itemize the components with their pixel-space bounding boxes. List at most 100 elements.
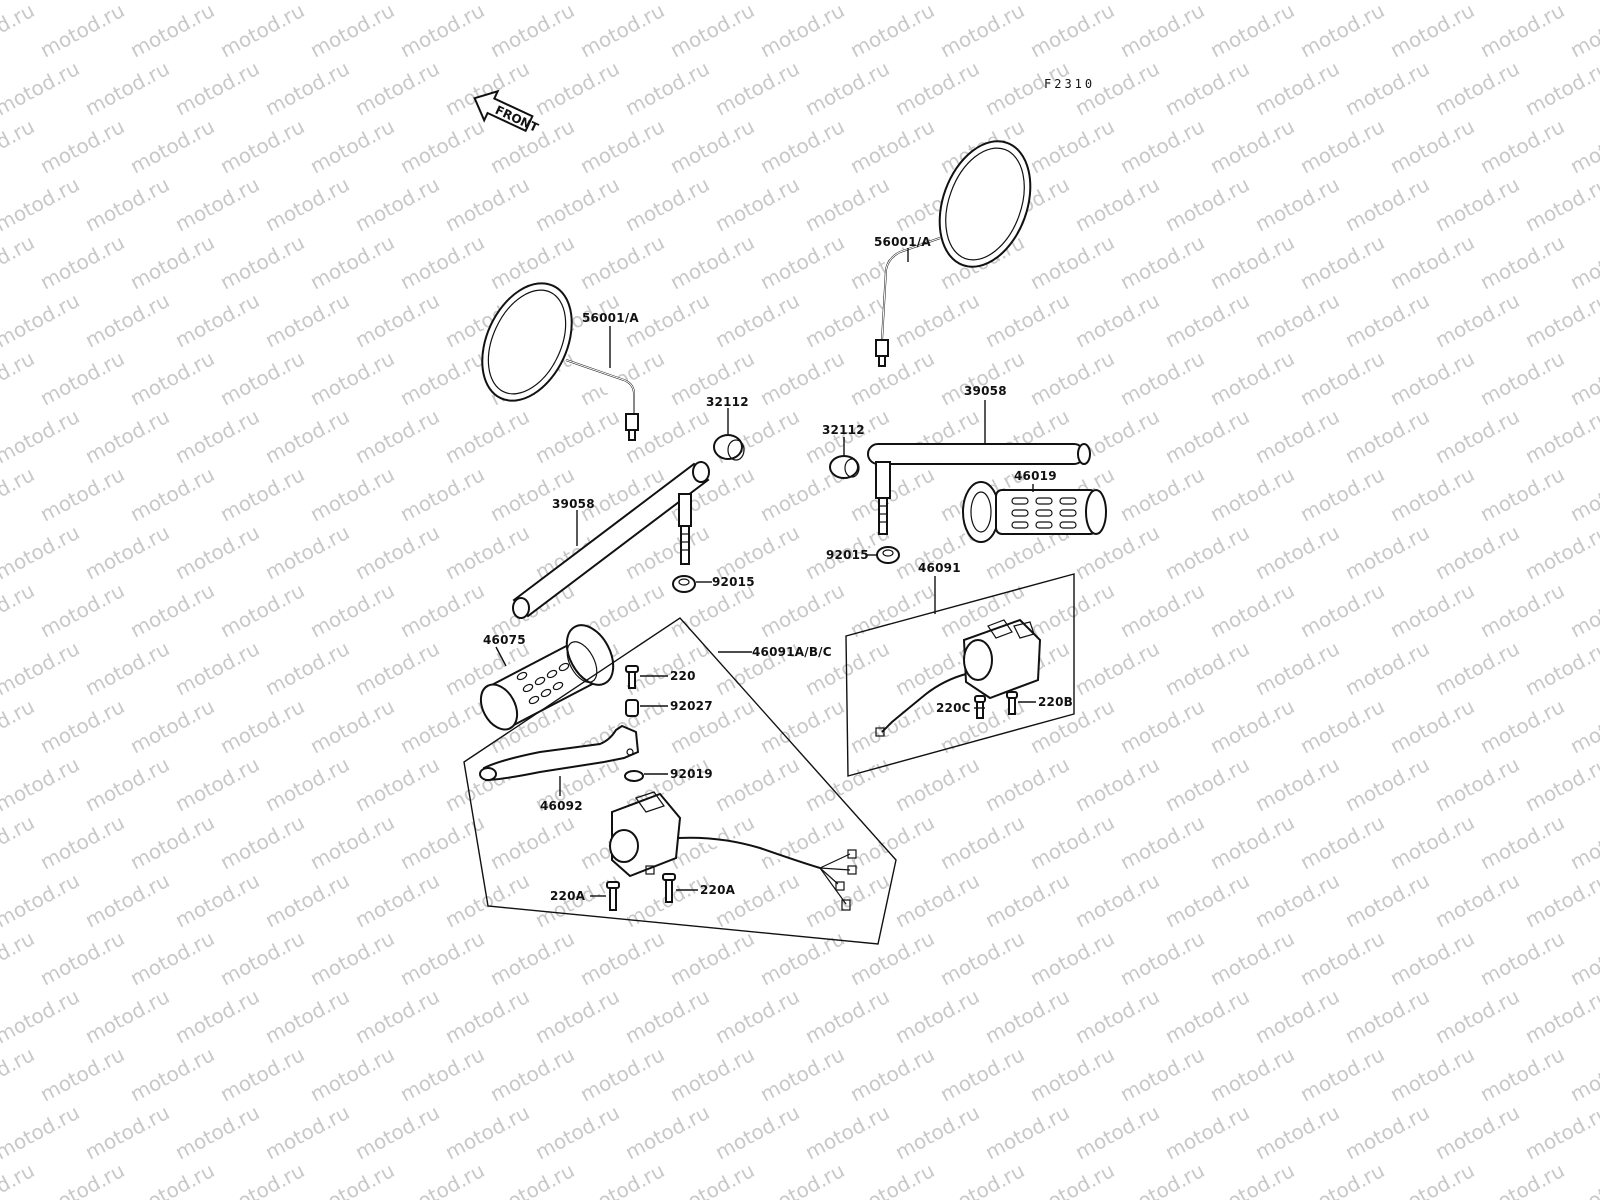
watermark-text: motod.ru: [396, 114, 488, 178]
watermark-text: motod.ru: [756, 926, 848, 990]
watermark-text: motod.ru: [1251, 868, 1343, 932]
watermark-text: motod.ru: [1161, 288, 1253, 352]
watermark-text: motod.ru: [486, 810, 578, 874]
watermark-text: motod.ru: [1116, 462, 1208, 526]
watermark-text: motod.ru: [1206, 0, 1298, 62]
watermark-text: motod.ru: [1431, 984, 1523, 1048]
watermark-text: motod.ru: [351, 752, 443, 816]
watermark-text: motod.ru: [846, 0, 938, 62]
watermark-text: motod.ru: [1566, 1042, 1600, 1106]
watermark-text: motod.ru: [576, 926, 668, 990]
watermark-text: motod.ru: [576, 1158, 668, 1200]
watermark-text: motod.ru: [81, 0, 173, 4]
watermark-text: motod.ru: [1206, 346, 1298, 410]
watermark-text: motod.ru: [756, 114, 848, 178]
screw-220a-right: [662, 873, 676, 903]
watermark-text: motod.ru: [1476, 694, 1568, 758]
watermark-text: motod.ru: [441, 404, 533, 468]
watermark-text: motod.ru: [1071, 1100, 1163, 1164]
watermark-text: motod.ru: [171, 404, 263, 468]
watermark-text: motod.ru: [756, 578, 848, 642]
watermark-text: motod.ru: [1116, 0, 1208, 62]
watermark-text: motod.ru: [756, 694, 848, 758]
watermark-text: motod.ru: [81, 288, 173, 352]
watermark-text: motod.ru: [1251, 636, 1343, 700]
switch-housing-left: [609, 791, 857, 911]
watermark-text: motod.ru: [621, 0, 713, 4]
watermark-text: motod.ru: [846, 694, 938, 758]
watermark-text: motod.ru: [0, 694, 38, 758]
watermark-text: motod.ru: [1251, 984, 1343, 1048]
watermark-text: motod.ru: [396, 1158, 488, 1200]
watermark-text: motod.ru: [1251, 404, 1343, 468]
watermark-text: motod.ru: [981, 1100, 1073, 1164]
watermark-text: motod.ru: [756, 810, 848, 874]
watermark-text: motod.ru: [81, 56, 173, 120]
watermark-text: motod.ru: [1566, 0, 1600, 62]
watermark-text: motod.ru: [1251, 752, 1343, 816]
watermark-text: motod.ru: [1026, 0, 1118, 62]
watermark-text: motod.ru: [0, 114, 38, 178]
screw-220a-left: [606, 881, 620, 911]
label-washer: 92019: [670, 767, 713, 781]
watermark-text: motod.ru: [1386, 230, 1478, 294]
watermark-text: motod.ru: [1566, 694, 1600, 758]
watermark-text: motod.ru: [0, 1100, 83, 1164]
watermark-text: motod.ru: [711, 752, 803, 816]
watermark-text: motod.ru: [306, 462, 398, 526]
watermark-text: motod.ru: [936, 810, 1028, 874]
watermark-text: motod.ru: [1206, 230, 1298, 294]
watermark-text: motod.ru: [306, 114, 398, 178]
grip-right: [962, 481, 1107, 543]
label-collar: 92027: [670, 699, 713, 713]
watermark-text: motod.ru: [531, 984, 623, 1048]
watermark-text: motod.ru: [306, 1158, 398, 1200]
watermark-text: motod.ru: [306, 346, 398, 410]
watermark-text: motod.ru: [441, 0, 533, 4]
watermark-text: motod.ru: [1521, 1100, 1600, 1164]
watermark-text: motod.ru: [1026, 346, 1118, 410]
watermark-text: motod.ru: [846, 1158, 938, 1200]
watermark-text: motod.ru: [1386, 462, 1478, 526]
watermark-text: motod.ru: [126, 926, 218, 990]
watermark-text: motod.ru: [891, 984, 983, 1048]
watermark-text: motod.ru: [1161, 1100, 1253, 1164]
label-screw-220a-right: 220A: [700, 883, 736, 897]
watermark-text: motod.ru: [36, 1158, 128, 1200]
watermark-text: motod.ru: [936, 0, 1028, 62]
watermark-text: motod.ru: [666, 1158, 758, 1200]
watermark-text: motod.ru: [1341, 636, 1433, 700]
watermark-text: motod.ru: [1476, 230, 1568, 294]
label-nut-left: 92015: [712, 575, 755, 589]
watermark-text: motod.ru: [756, 1158, 848, 1200]
label-screw-220a-left: 220A: [550, 889, 586, 903]
label-lever: 46092: [540, 799, 583, 813]
watermark-text: motod.ru: [981, 752, 1073, 816]
watermark-text: motod.ru: [171, 752, 263, 816]
watermark-text: motod.ru: [1296, 230, 1388, 294]
watermark-text: motod.ru: [1431, 0, 1523, 4]
watermark-text: motod.ru: [0, 462, 38, 526]
watermark-text: motod.ru: [981, 288, 1073, 352]
watermark-text: motod.ru: [216, 1158, 308, 1200]
watermark-text: motod.ru: [351, 288, 443, 352]
watermark-text: motod.ru: [1386, 346, 1478, 410]
watermark-text: motod.ru: [756, 230, 848, 294]
watermark-text: motod.ru: [171, 636, 263, 700]
watermark-text: motod.ru: [1296, 346, 1388, 410]
watermark-text: motod.ru: [396, 810, 488, 874]
watermark-text: motod.ru: [756, 0, 848, 62]
watermark-text: motod.ru: [36, 114, 128, 178]
watermark-text: motod.ru: [1206, 578, 1298, 642]
watermark-text: motod.ru: [801, 984, 893, 1048]
watermark-text: motod.ru: [1116, 114, 1208, 178]
watermark-text: motod.ru: [711, 288, 803, 352]
watermark-text: motod.ru: [666, 230, 758, 294]
callout-labels: 56001/A 56001/A 32112 32112 39058 39058 …: [483, 235, 1073, 903]
watermark-text: motod.ru: [621, 984, 713, 1048]
watermark-text: motod.ru: [1521, 0, 1600, 4]
watermark-text: motod.ru: [1251, 520, 1343, 584]
watermark-text: motod.ru: [621, 56, 713, 120]
watermark-text: motod.ru: [801, 1100, 893, 1164]
